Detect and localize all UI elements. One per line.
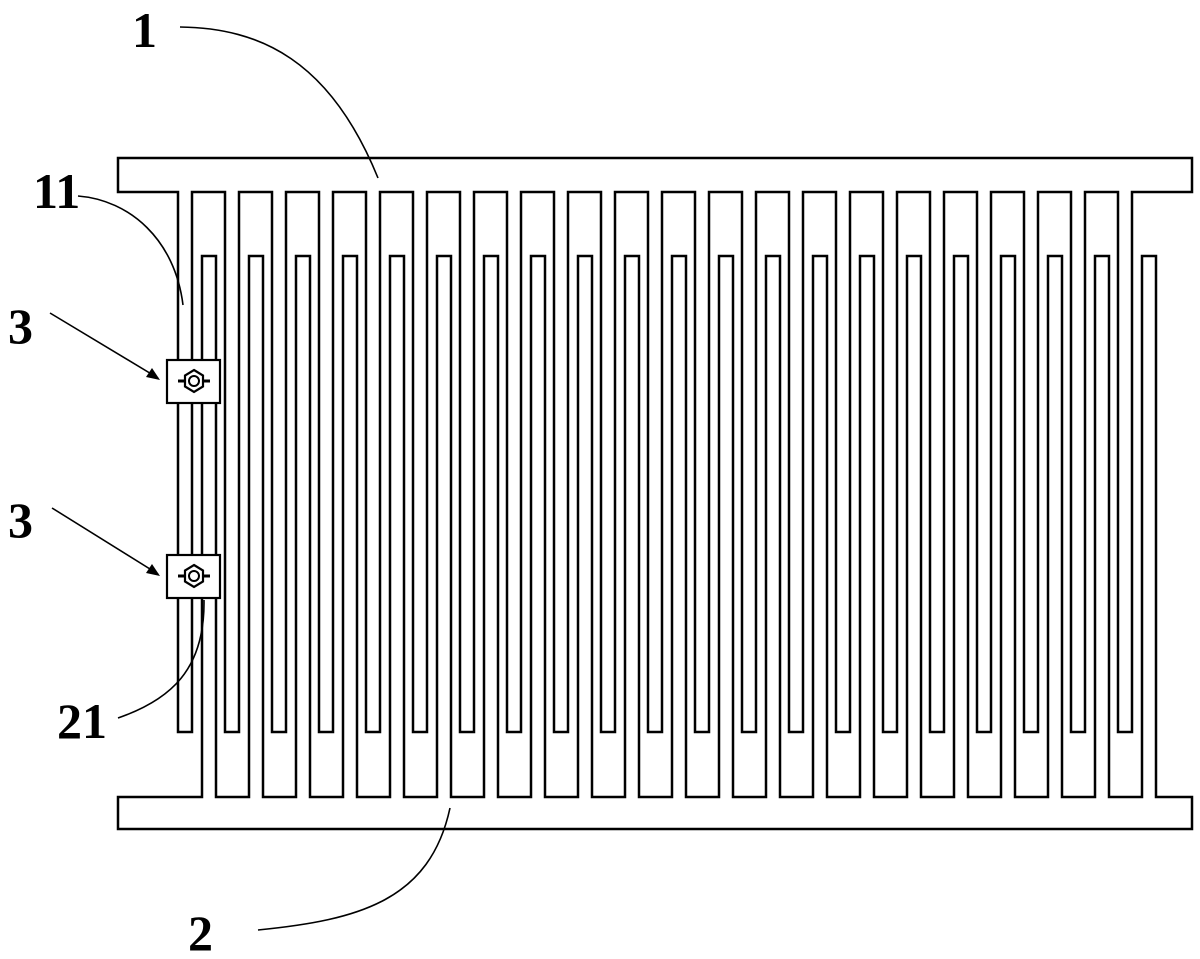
label-part-11: 11 xyxy=(33,163,80,219)
clamp-bolt-icon xyxy=(178,563,210,589)
clamp-lower xyxy=(165,553,222,600)
label-part-21: 21 xyxy=(57,693,107,749)
arrow-3-upper xyxy=(49,312,160,380)
top-comb-electrode xyxy=(116,156,1194,734)
bottom-comb-electrode xyxy=(116,254,1194,831)
leader-line-21 xyxy=(117,599,205,719)
clamp-bolt-icon xyxy=(178,368,210,394)
leader-line-1 xyxy=(179,26,379,179)
leader-line-11 xyxy=(77,195,184,306)
label-part-1: 1 xyxy=(132,2,157,58)
label-part-3-upper: 3 xyxy=(8,298,33,354)
label-part-2: 2 xyxy=(188,905,213,959)
leader-line-2 xyxy=(257,807,451,931)
label-part-3-lower: 3 xyxy=(8,492,33,548)
clamp-upper xyxy=(165,358,222,405)
arrow-3-lower xyxy=(51,507,160,576)
